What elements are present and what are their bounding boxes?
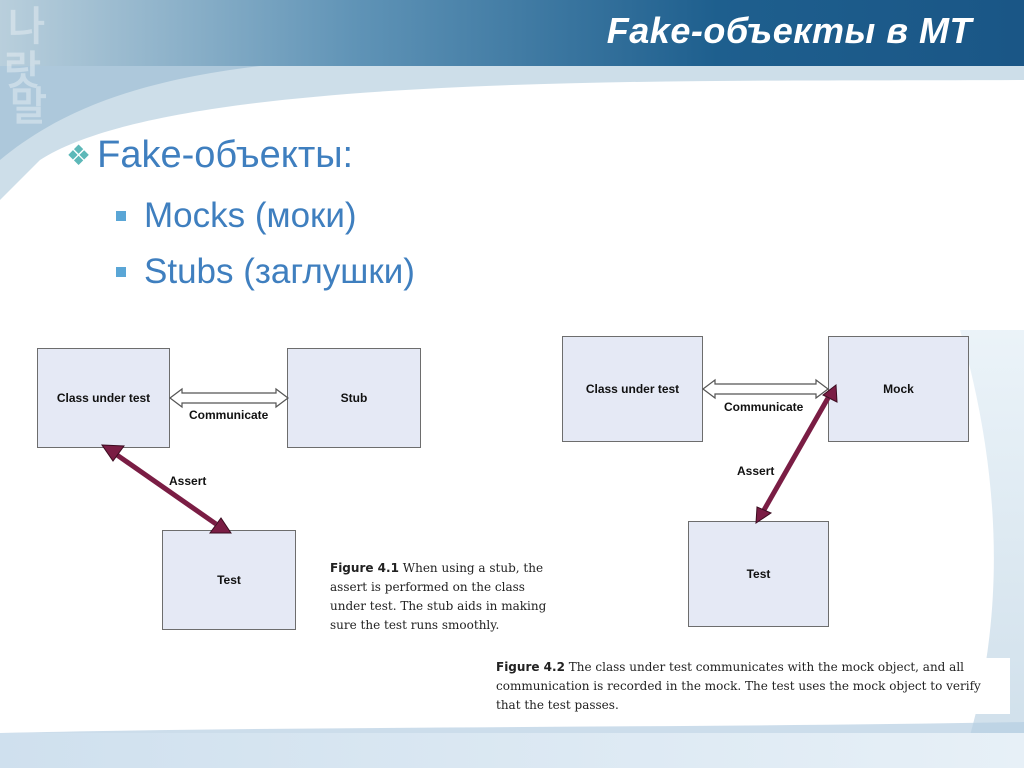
fig1-communicate-label: Communicate xyxy=(189,408,269,422)
fig2-caption: Figure 4.2 The class under test communic… xyxy=(494,658,1010,714)
square-bullet-icon xyxy=(116,267,126,277)
fig2-class-under-test-box: Class under test xyxy=(562,336,703,442)
svg-text:말: 말 xyxy=(10,84,47,130)
square-bullet-icon xyxy=(116,211,126,221)
fig1-assert-arrowhead-top xyxy=(101,444,125,462)
fig2-test-box: Test xyxy=(688,521,829,627)
sub-bullet-mocks: Mocks (моки) xyxy=(116,196,357,236)
bullet-main-text: Fake-объекты: xyxy=(97,134,354,176)
fig2-assert-arrow xyxy=(761,396,831,512)
sub-bullet-text: Stubs (заглушки) xyxy=(144,252,415,291)
fig1-assert-arrow xyxy=(115,452,218,527)
fig2-caption-label: Figure 4.2 xyxy=(496,660,565,674)
fig1-stub-box: Stub xyxy=(287,348,421,448)
fig1-caption-label: Figure 4.1 xyxy=(330,561,399,575)
sub-bullet-text: Mocks (моки) xyxy=(144,196,357,235)
svg-text:나: 나 xyxy=(8,4,45,50)
fig1-communicate-arrow xyxy=(169,387,289,409)
fig2-mock-box: Mock xyxy=(828,336,969,442)
fig1-class-under-test-box: Class under test xyxy=(37,348,170,448)
diamond-cluster-icon: ❖ xyxy=(66,140,92,171)
slide-title: Fake-объекты в MT xyxy=(606,10,972,51)
fig2-caption-text: The class under test communicates with t… xyxy=(496,660,981,712)
fig1-caption-text: When using a stub, the assert is perform… xyxy=(330,561,547,632)
bullet-main: ❖ Fake-объекты: xyxy=(66,134,353,177)
fig1-assert-label: Assert xyxy=(169,474,207,488)
fig2-assert-arrowhead-top xyxy=(822,384,838,403)
fig1-assert-arrowhead-bottom xyxy=(209,517,232,534)
svg-text:랏: 랏 xyxy=(4,48,41,94)
fig2-communicate-label: Communicate xyxy=(724,400,804,414)
fig1-test-box: Test xyxy=(162,530,296,630)
fig2-assert-arrowhead-bottom xyxy=(755,506,773,524)
sub-bullet-stubs: Stubs (заглушки) xyxy=(116,252,415,292)
fig2-communicate-arrow xyxy=(702,378,829,400)
fig2-assert-label: Assert xyxy=(737,464,775,478)
fig1-caption: Figure 4.1 When using a stub, the assert… xyxy=(330,559,554,635)
